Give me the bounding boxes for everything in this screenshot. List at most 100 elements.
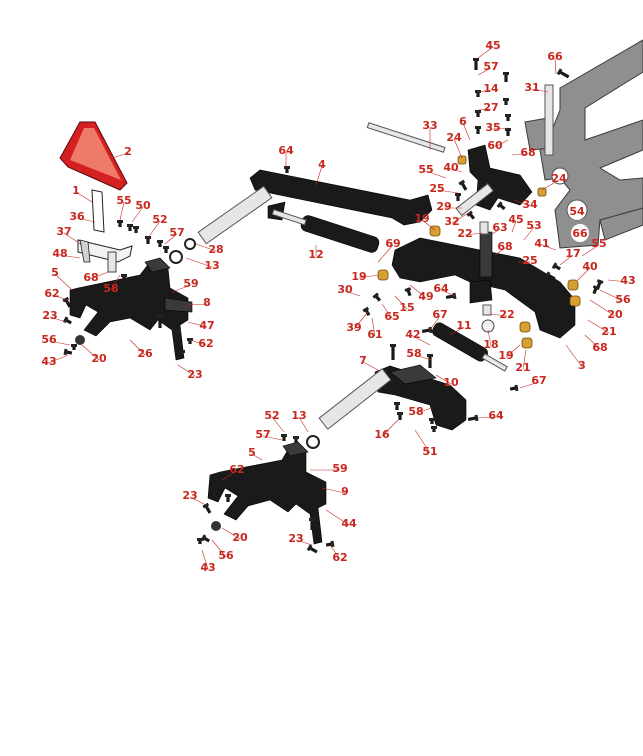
callout-label: 67	[432, 308, 447, 321]
callout-label: 64	[488, 409, 504, 422]
leader-line	[513, 199, 531, 207]
bolt-part	[460, 182, 468, 191]
callout-label: 55	[591, 237, 606, 250]
callout-label: 41	[534, 237, 549, 250]
bolt-head-part	[121, 274, 127, 277]
callout-label: 42	[405, 328, 420, 341]
leader-line	[519, 381, 540, 389]
callout-label: 10	[443, 376, 459, 389]
callout-label: 64	[433, 282, 449, 295]
leader-line	[353, 311, 369, 330]
upper-hinge-pin	[455, 183, 494, 217]
callout-label: 65	[384, 310, 399, 323]
bolt-head-part	[362, 306, 370, 313]
bolt-part	[285, 168, 289, 173]
center-frame	[391, 231, 576, 339]
bolt-part	[164, 248, 168, 253]
bolt-head-part	[404, 287, 412, 292]
leader-line	[477, 89, 492, 93]
callout-label: 40	[443, 161, 459, 174]
leader-line	[523, 226, 535, 241]
callout-label: 56	[218, 549, 234, 562]
bolt-head-part	[429, 418, 435, 421]
bolt-part	[476, 128, 480, 134]
callout-label: 36	[69, 210, 85, 223]
callout-label: 19	[498, 349, 513, 362]
callout-label: 48	[52, 247, 67, 260]
callout-label: 7	[359, 354, 367, 367]
leader-line	[110, 274, 121, 291]
leader-line	[487, 329, 492, 347]
callout-label: 58	[406, 347, 421, 360]
bolt-part	[294, 438, 298, 443]
callout-label: 45	[485, 39, 500, 52]
lift-cylinder-upper	[271, 208, 380, 253]
bolt-part	[204, 505, 212, 514]
callout-label: 5	[248, 446, 256, 459]
callout-label: 51	[422, 445, 437, 458]
callout-label: 15	[399, 301, 414, 314]
bolt-head-part	[127, 224, 133, 227]
callout-label: 37	[56, 225, 71, 238]
callout-label: 67	[531, 374, 546, 387]
callout-label: 6	[459, 115, 467, 128]
callout-halo	[568, 202, 586, 220]
pivot-shaft	[197, 185, 273, 245]
leader-line	[147, 220, 161, 239]
leader-line	[321, 487, 346, 494]
bolt-head-part	[455, 193, 461, 196]
callout-label: 69	[385, 237, 400, 250]
bolt-part	[456, 195, 460, 201]
lift-cylinder-lower	[432, 322, 508, 372]
bolt-head-part	[427, 354, 433, 357]
callout-label: 21	[601, 325, 616, 338]
leader-line	[129, 339, 146, 356]
leader-line	[262, 435, 283, 441]
bolt-head-part	[458, 179, 466, 186]
callout-label: 43	[200, 561, 215, 574]
leader-line	[358, 274, 379, 279]
callout-label: 68	[83, 271, 98, 284]
bolt-part	[432, 428, 436, 432]
bolt-head-part	[551, 262, 558, 270]
leader-line	[584, 334, 601, 350]
callout-label: 21	[515, 361, 530, 374]
callout-label: 64	[278, 144, 294, 157]
bolt-head-part	[503, 98, 509, 101]
bolt-head-part	[474, 414, 479, 422]
callout-label: 39	[346, 321, 361, 334]
callout-label: 53	[526, 219, 541, 232]
leader-line	[75, 191, 93, 203]
leader-line	[511, 220, 517, 233]
bolt-part	[128, 226, 132, 231]
callout-label: 8	[203, 296, 211, 309]
callout-label: 44	[341, 517, 357, 530]
bolt-part	[188, 340, 192, 344]
callout-label: 52	[152, 213, 167, 226]
bolt-head-part	[431, 426, 437, 429]
callout-label: 40	[582, 260, 598, 273]
leader-line	[477, 108, 492, 111]
rod-33	[366, 122, 446, 153]
callout-label: 5	[51, 266, 59, 279]
callout-label: 25	[429, 182, 444, 195]
callout-label: 68	[497, 240, 512, 253]
callout-label: 61	[367, 328, 382, 341]
callout-label: 34	[522, 198, 538, 211]
bolt-head-part	[179, 350, 185, 353]
leader-line	[494, 247, 506, 256]
bolt-part	[559, 70, 570, 79]
leader-line	[421, 219, 436, 231]
callout-label: 52	[264, 409, 279, 422]
leader-line	[462, 122, 471, 141]
bolt-head-part	[197, 538, 203, 541]
bolt-part	[467, 416, 477, 421]
bolt-head-part	[544, 271, 551, 279]
bushings	[377, 155, 581, 349]
leader-line	[412, 335, 431, 346]
mower-frame-hole	[551, 167, 569, 185]
leader-line	[119, 201, 125, 221]
callout-label: 31	[524, 81, 539, 94]
callout-label: 58	[408, 405, 423, 418]
bolt-part	[476, 92, 480, 97]
